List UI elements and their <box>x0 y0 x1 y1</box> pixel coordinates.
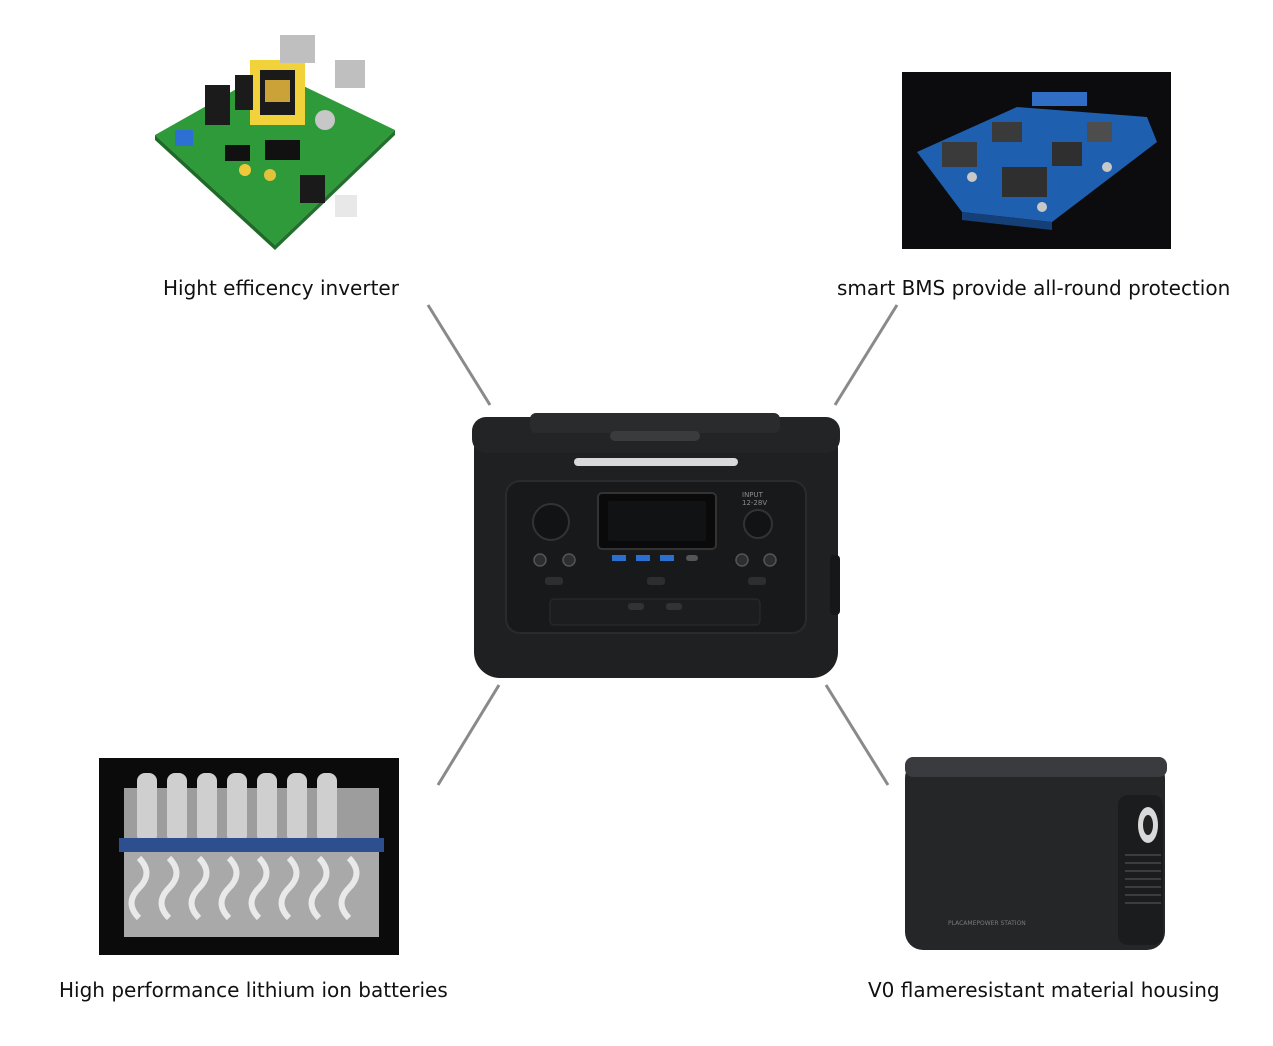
battery-image <box>99 758 399 955</box>
housing-image: PLACAMEPOWER STATION <box>903 755 1168 955</box>
panel-input-spec: 12-28V <box>742 499 767 507</box>
housing-brand-text: PLACAMEPOWER STATION <box>948 920 1026 927</box>
connector-line-inverter <box>426 304 492 406</box>
connector-line-battery <box>436 684 501 786</box>
caption-bms: smart BMS provide all-round protection <box>837 276 1231 300</box>
connector-line-bms <box>833 304 899 406</box>
inverter-image <box>150 25 400 250</box>
connector-line-housing <box>824 684 890 786</box>
panel-input-label: INPUT <box>742 491 764 499</box>
power-station-image: INPUT 12-28V <box>470 405 842 680</box>
bms-image <box>902 72 1171 249</box>
caption-inverter: Hight efficency inverter <box>163 276 399 300</box>
caption-battery: High performance lithium ion batteries <box>59 978 448 1002</box>
caption-housing: V0 flameresistant material housing <box>868 978 1220 1002</box>
